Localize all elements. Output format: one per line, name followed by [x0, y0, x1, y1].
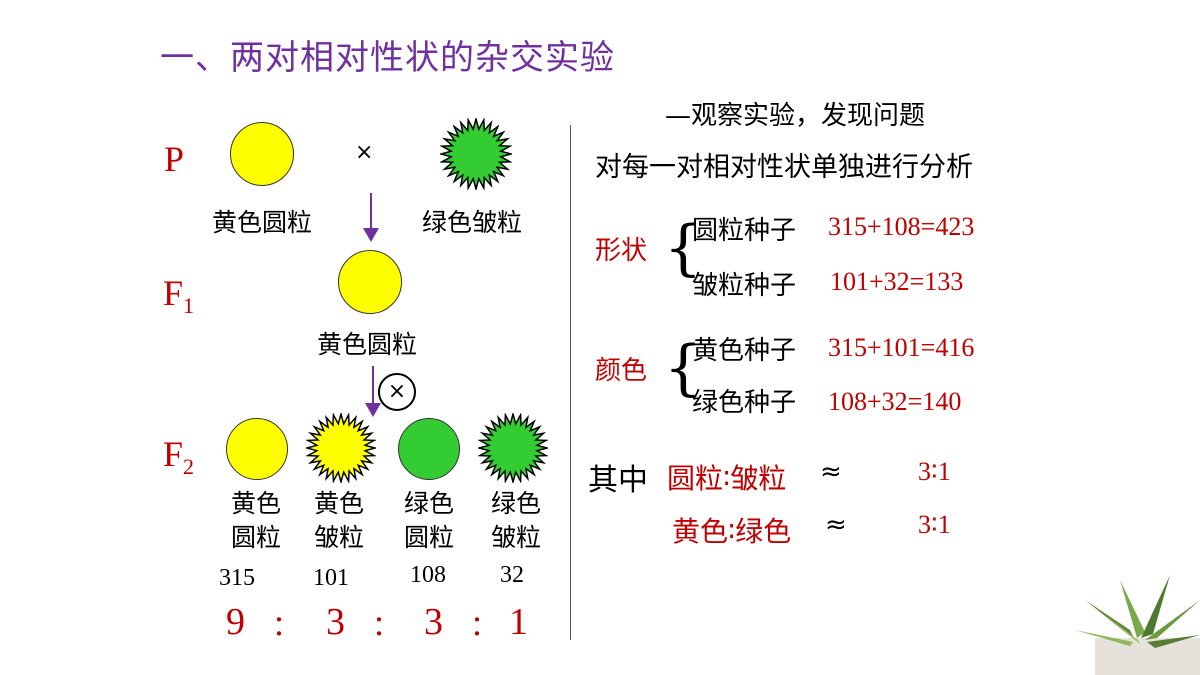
- p2-label: 绿色皱粒: [422, 208, 523, 237]
- seed-count: 315: [219, 565, 255, 591]
- arrow-down-icon: [363, 228, 379, 242]
- approx-symbol: ≈: [825, 510, 847, 540]
- ratio-value: 3: [326, 601, 345, 643]
- f2-seed-label: 绿色圆粒: [403, 489, 454, 552]
- vertical-divider: [570, 125, 571, 640]
- f1-generation-label: F1: [163, 273, 195, 319]
- round-seed-calc: 315+108=423: [828, 212, 975, 241]
- cross-symbol: ×: [355, 140, 374, 165]
- spiky-seed-shape: [306, 413, 376, 483]
- spiky-seed-shape: [478, 413, 548, 483]
- wrinkled-seed-label: 皱粒种子: [692, 271, 797, 301]
- f1-yellow-round-seed-icon: [338, 250, 402, 314]
- color-ratio-label: 黄色∶绿色: [672, 515, 792, 548]
- ratio-colon: ：: [372, 609, 401, 642]
- f2-yellow-wrinkled-seed-icon: [306, 413, 376, 483]
- f2-seed-label: 黄色圆粒: [230, 489, 281, 552]
- f2-green-wrinkled-seed-icon: [478, 413, 548, 483]
- brace-icon: {: [664, 213, 703, 283]
- p1-label: 黄色圆粒: [212, 208, 313, 237]
- analysis-heading: 对每一对相对性状单独进行分析: [595, 152, 973, 183]
- arrow-down-icon: [365, 403, 381, 417]
- f2-generation-label: F2: [163, 434, 195, 480]
- green-seed-label: 绿色种子: [692, 388, 797, 418]
- f2-green-round-seed-icon: [398, 418, 460, 480]
- green-seed-calc: 108+32=140: [828, 387, 962, 416]
- arrow-shaft: [370, 193, 372, 233]
- yellow-seed-label: 黄色种子: [692, 336, 797, 366]
- shape-ratio-value: 3∶1: [918, 457, 951, 486]
- succulent-plant-icon: [1075, 575, 1200, 675]
- ratio-colon: ：: [272, 609, 301, 642]
- self-pollination-symbol: ×: [378, 373, 416, 411]
- brace-icon: {: [664, 333, 703, 403]
- wrinkled-seed-calc: 101+32=133: [830, 267, 964, 296]
- ratio-value: 1: [509, 601, 528, 643]
- round-seed-label: 圆粒种子: [692, 216, 797, 246]
- shape-ratio-label: 圆粒∶皱粒: [667, 462, 787, 495]
- seed-count: 101: [313, 565, 349, 591]
- subtitle: —观察实验，发现问题: [665, 101, 926, 131]
- seed-count: 32: [500, 562, 524, 588]
- p-generation-label: P: [164, 139, 185, 179]
- yellow-seed-calc: 315+101=416: [828, 333, 975, 362]
- ratio-value: 9: [226, 601, 245, 643]
- color-ratio-value: 3∶1: [918, 510, 951, 539]
- ratio-colon: ：: [470, 609, 499, 642]
- green-wrinkled-seed-icon: [440, 118, 512, 190]
- f2-seed-label: 绿色皱粒: [490, 489, 541, 552]
- approx-symbol: ≈: [820, 457, 842, 487]
- color-label: 颜色: [595, 356, 648, 386]
- seed-count: 108: [410, 562, 446, 588]
- ratio-value: 3: [424, 601, 443, 643]
- f2-seed-label: 黄色皱粒: [313, 489, 364, 552]
- f1-seed-label: 黄色圆粒: [317, 330, 418, 359]
- f2-yellow-round-seed-icon: [226, 418, 288, 480]
- summary-prefix: 其中: [588, 463, 648, 498]
- arrow-shaft-2: [372, 366, 374, 406]
- yellow-round-seed-icon: [230, 122, 294, 186]
- page-title: 一、两对相对性状的杂交实验: [160, 38, 615, 78]
- shape-label: 形状: [595, 236, 648, 266]
- spiky-seed-shape: [440, 118, 512, 190]
